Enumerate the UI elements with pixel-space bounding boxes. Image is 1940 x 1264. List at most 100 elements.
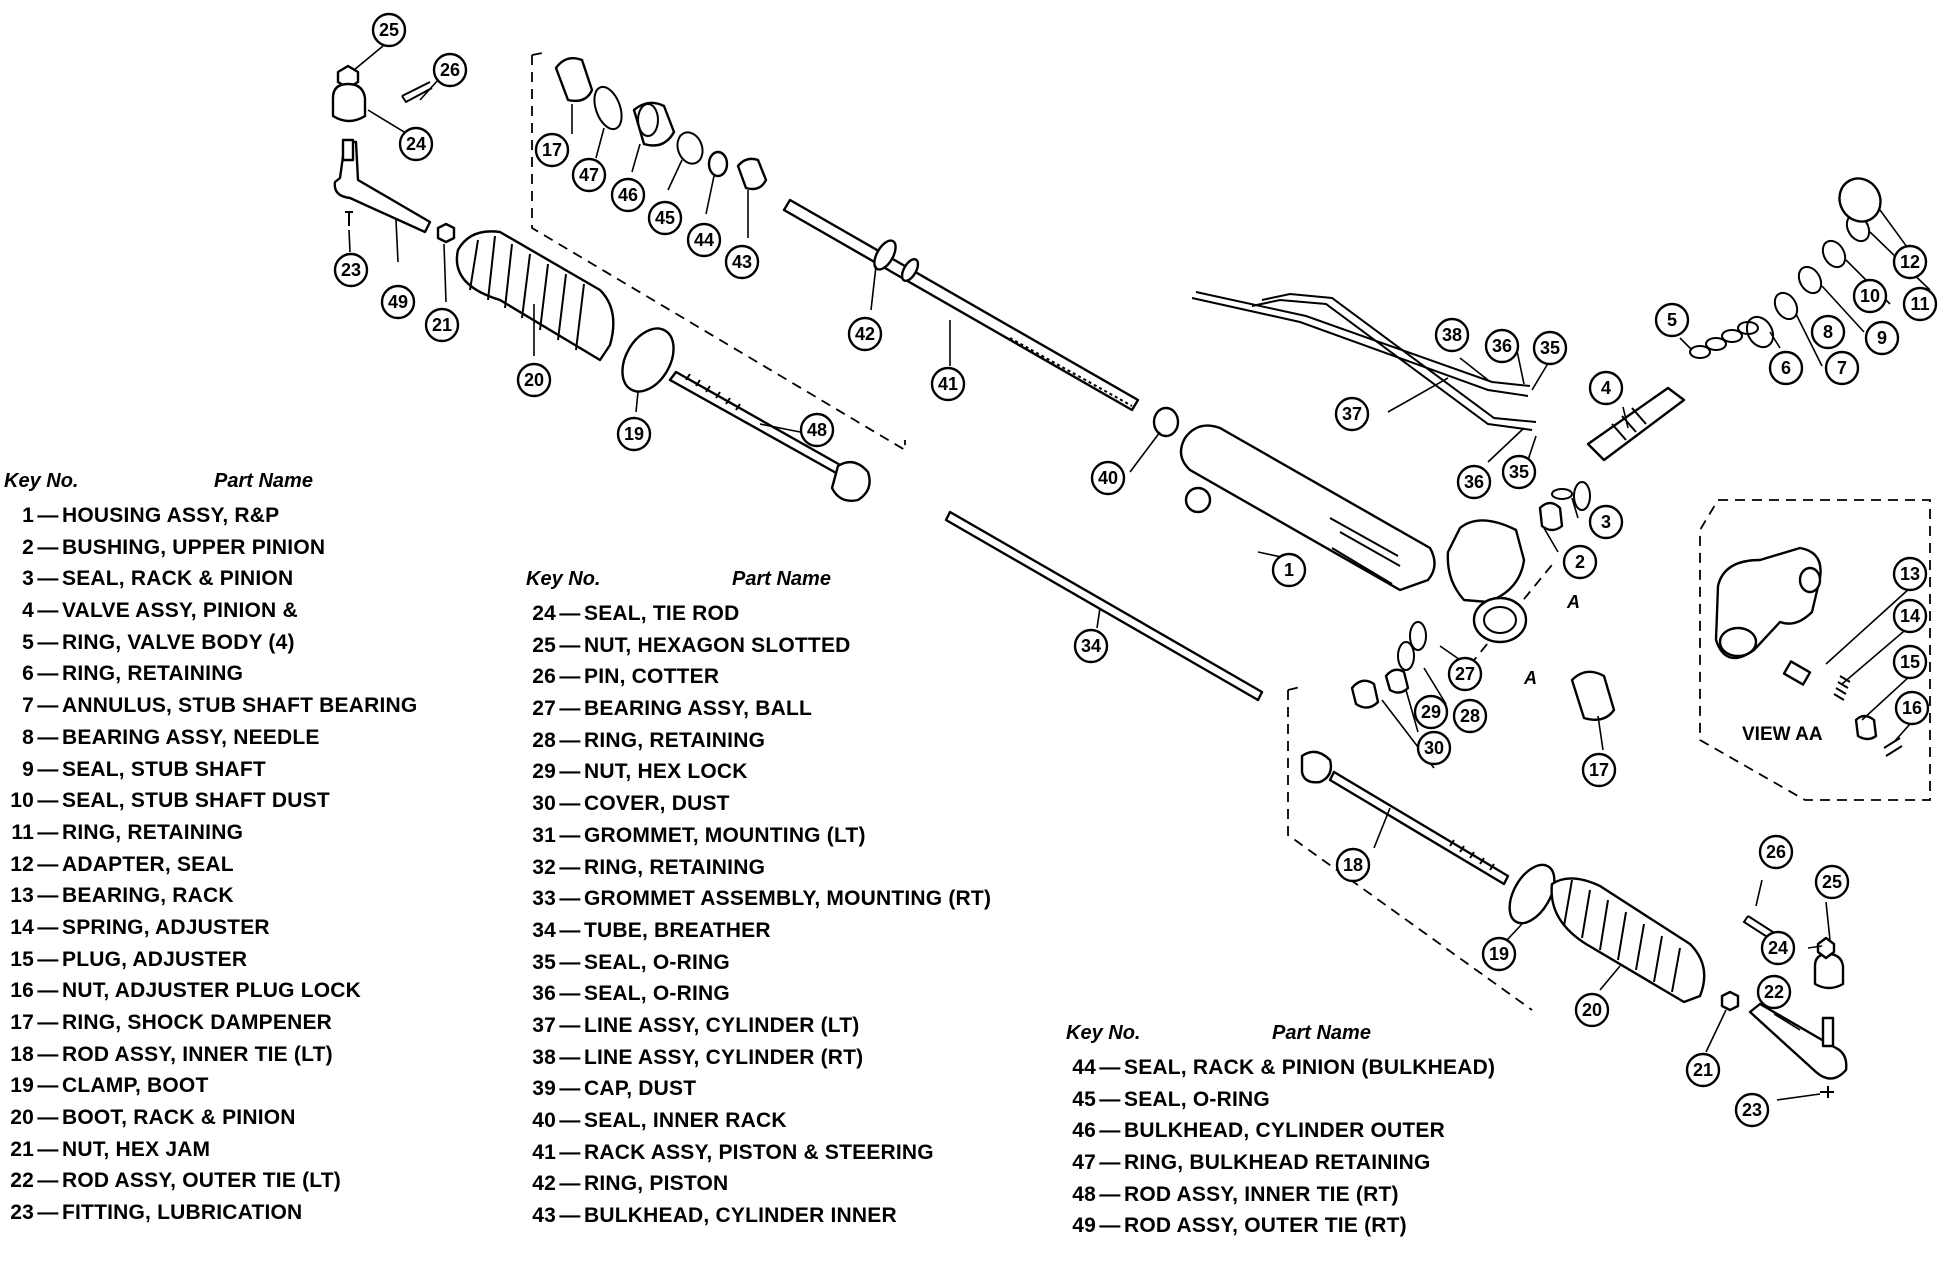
key-number: 17: [10, 1011, 34, 1034]
separator-dash: —: [559, 855, 581, 879]
piston-ring: [873, 239, 897, 271]
breather-tube: [944, 510, 1264, 702]
part-name: NUT, HEX LOCK: [584, 760, 748, 784]
legend-row: 30—COVER, DUST: [526, 788, 991, 820]
callout: 13: [1892, 556, 1928, 592]
svg-text:46: 46: [618, 185, 638, 205]
part-name: TUBE, BREATHER: [584, 918, 771, 942]
svg-text:26: 26: [1766, 842, 1786, 862]
part-name: SEAL, O-RING: [584, 982, 730, 1006]
key-number: 37: [532, 1013, 556, 1037]
callout: 8: [1810, 314, 1846, 350]
key-number: 35: [532, 950, 556, 974]
part-name: LINE ASSY, CYLINDER (LT): [584, 1013, 860, 1037]
separator-dash: —: [559, 982, 581, 1006]
legend-row: 5—RING, VALVE BODY (4): [4, 627, 417, 659]
svg-text:35: 35: [1509, 462, 1529, 482]
callout: 20: [1574, 992, 1610, 1028]
legend-row: 41—RACK ASSY, PISTON & STEERING: [526, 1137, 991, 1169]
key-number: 12: [10, 852, 34, 876]
legend-row: 8—BEARING ASSY, NEEDLE: [4, 722, 417, 754]
key-number: 39: [532, 1077, 556, 1101]
separator-dash: —: [559, 950, 581, 974]
legend-row: 43—BULKHEAD, CYLINDER INNER: [526, 1200, 991, 1232]
svg-text:36: 36: [1492, 336, 1512, 356]
legend-row: 46—BULKHEAD, CYLINDER OUTER: [1066, 1115, 1495, 1147]
legend-row: 24—SEAL, TIE ROD: [526, 598, 991, 630]
callout: 24: [1760, 930, 1796, 966]
separator-dash: —: [559, 602, 581, 625]
legend-row: 33—GROMMET ASSEMBLY, MOUNTING (RT): [526, 883, 991, 915]
legend-row: 1—HOUSING ASSY, R&P: [4, 500, 417, 532]
svg-text:43: 43: [732, 252, 752, 272]
key-no-header: Key No.: [4, 470, 79, 492]
svg-text:38: 38: [1442, 325, 1462, 345]
key-number: 44: [1072, 1056, 1096, 1079]
part-name: NUT, ADJUSTER PLUG LOCK: [62, 979, 361, 1003]
svg-text:34: 34: [1081, 636, 1101, 656]
svg-text:8: 8: [1823, 322, 1833, 342]
separator-dash: —: [37, 947, 59, 971]
legend-row: 12—ADAPTER, SEAL: [4, 849, 417, 881]
rack-assembly: [782, 198, 1180, 438]
callout: 19: [1481, 936, 1517, 972]
part-name: RING, RETAINING: [62, 820, 244, 844]
svg-text:23: 23: [341, 260, 361, 280]
callout: 41: [930, 366, 966, 402]
cylinder-lines: [1191, 291, 1537, 431]
svg-text:23: 23: [1742, 1100, 1762, 1120]
separator-dash: —: [37, 884, 59, 908]
part-name: CAP, DUST: [584, 1077, 697, 1101]
callout: 36: [1456, 464, 1492, 500]
callout: 4: [1588, 370, 1624, 406]
separator-dash: —: [37, 789, 59, 813]
separator-dash: —: [37, 820, 59, 844]
svg-text:21: 21: [1693, 1060, 1713, 1080]
tie-rod-stud-top: [341, 138, 355, 162]
callout: 45: [647, 200, 683, 236]
key-no-header: Key No.: [526, 568, 601, 590]
part-name: RING, PISTON: [584, 1172, 729, 1196]
separator-dash: —: [559, 1045, 581, 1069]
separator-dash: —: [559, 1204, 581, 1228]
separator-dash: —: [37, 694, 59, 718]
svg-text:25: 25: [379, 20, 399, 40]
legend-row: 4—VALVE ASSY, PINION &: [4, 595, 417, 627]
separator-dash: —: [37, 1106, 59, 1130]
svg-text:28: 28: [1460, 706, 1480, 726]
svg-text:27: 27: [1455, 664, 1475, 684]
key-number: 32: [532, 855, 556, 879]
callout: 46: [610, 177, 646, 213]
part-name: BEARING, RACK: [62, 884, 234, 908]
separator-dash: —: [37, 725, 59, 749]
part-name: SEAL, O-RING: [584, 950, 730, 974]
part-name: SEAL, RACK & PINION: [62, 567, 294, 591]
part-name: RACK ASSY, PISTON & STEERING: [584, 1140, 934, 1164]
svg-text:5: 5: [1667, 310, 1677, 330]
callout: 12: [1892, 244, 1928, 280]
callout: 1: [1271, 552, 1307, 588]
part-name: PLUG, ADJUSTER: [62, 947, 248, 971]
svg-text:47: 47: [579, 165, 599, 185]
legend-row: 7—ANNULUS, STUB SHAFT BEARING: [4, 690, 417, 722]
tie-rod-nut-right: [1816, 936, 1836, 960]
key-number: 4: [22, 599, 34, 623]
callout: 43: [724, 244, 760, 280]
legend-row: 29—NUT, HEX LOCK: [526, 756, 991, 788]
part-name: RING, RETAINING: [62, 662, 244, 686]
part-name: RING, RETAINING: [584, 728, 766, 752]
legend-row: 48—ROD ASSY, INNER TIE (RT): [1066, 1179, 1495, 1211]
key-number: 13: [10, 884, 34, 908]
key-number: 1: [22, 504, 34, 527]
callout: 47: [571, 157, 607, 193]
part-name: RING, RETAINING: [584, 855, 766, 879]
callout: 38: [1434, 317, 1470, 353]
view-aa-boundary: [1699, 499, 1931, 801]
part-name: RING, VALVE BODY (4): [62, 630, 295, 654]
callout: 17: [1581, 752, 1617, 788]
separator-dash: —: [559, 1013, 581, 1037]
svg-text:11: 11: [1910, 294, 1929, 314]
outer-tie-rod-right: [1748, 1002, 1848, 1080]
pinion-valve-parts: [1551, 177, 1882, 511]
separator-dash: —: [37, 504, 59, 527]
